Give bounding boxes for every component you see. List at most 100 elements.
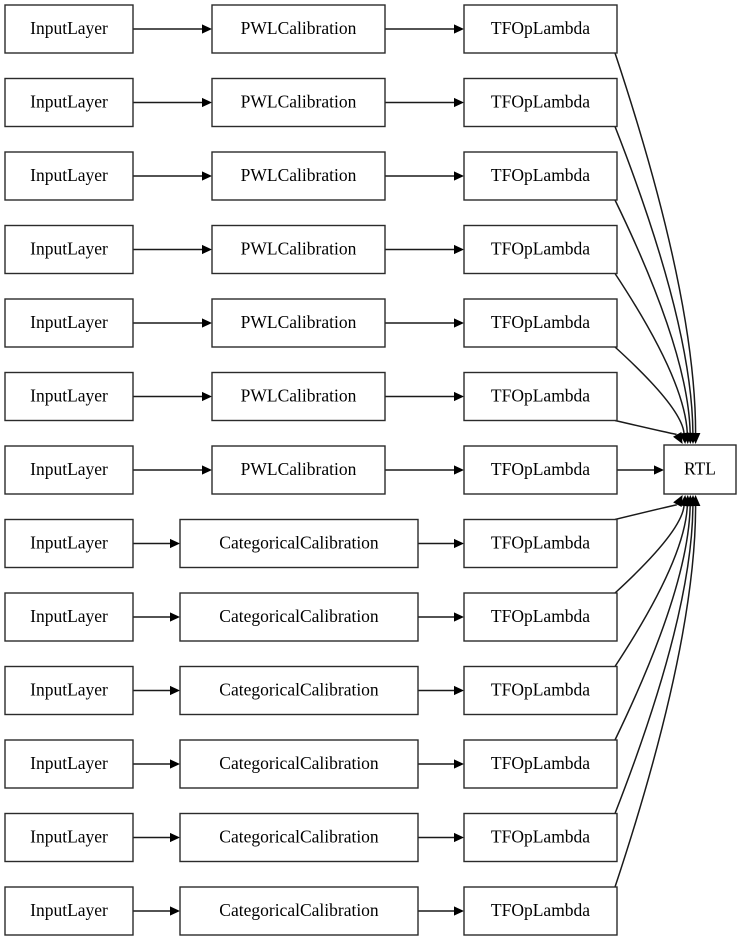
node-tfoplambda-row-5-label: TFOpLambda	[491, 386, 590, 406]
edge-input-to-calibration-row-4	[133, 318, 212, 328]
node-calibration-row-4[interactable]: PWLCalibration	[211, 298, 386, 348]
node-tfoplambda-row-10[interactable]: TFOpLambda	[463, 739, 618, 789]
edge-input-to-calibration-row-6	[133, 465, 212, 475]
node-tfoplambda-row-7[interactable]: TFOpLambda	[463, 518, 618, 569]
node-tfoplambda-row-0-box	[463, 4, 618, 54]
node-input-layer-row-10[interactable]: InputLayer	[4, 739, 134, 789]
node-calibration-row-7[interactable]: CategoricalCalibration	[179, 518, 419, 569]
node-input-layer-row-6[interactable]: InputLayer	[4, 445, 134, 495]
node-calibration-row-4-label: PWLCalibration	[241, 312, 357, 332]
node-tfoplambda-row-2[interactable]: TFOpLambda	[463, 151, 618, 201]
node-input-layer-row-2-label: InputLayer	[30, 165, 108, 185]
edges-layer	[133, 24, 701, 916]
node-rtl[interactable]: RTL	[663, 444, 737, 495]
node-tfoplambda-row-12[interactable]: TFOpLambda	[463, 886, 618, 936]
edge-lambda-to-rtl-row-8-path	[614, 505, 685, 594]
node-rtl-box	[663, 444, 737, 495]
edge-calibration-to-lambda-row-1-head	[454, 97, 464, 108]
edge-calibration-to-lambda-row-0-head	[454, 24, 464, 34]
node-input-layer-row-3[interactable]: InputLayer	[4, 224, 134, 275]
node-input-layer-row-11[interactable]: InputLayer	[4, 812, 134, 863]
edge-input-to-calibration-row-7-head	[170, 538, 180, 549]
edge-calibration-to-lambda-row-2	[385, 171, 464, 181]
node-input-layer-row-0[interactable]: InputLayer	[4, 4, 134, 54]
edge-lambda-to-rtl-row-7	[614, 495, 683, 521]
node-calibration-row-9[interactable]: CategoricalCalibration	[179, 665, 419, 716]
node-tfoplambda-row-12-box	[463, 886, 618, 936]
node-rtl-label: RTL	[684, 459, 716, 479]
node-calibration-row-7-label: CategoricalCalibration	[219, 533, 379, 553]
node-tfoplambda-row-4[interactable]: TFOpLambda	[463, 298, 618, 348]
edge-calibration-to-lambda-row-9-head	[454, 685, 464, 696]
edge-input-to-calibration-row-1-head	[202, 97, 212, 108]
node-tfoplambda-row-4-label: TFOpLambda	[491, 312, 590, 332]
node-tfoplambda-row-0[interactable]: TFOpLambda	[463, 4, 618, 54]
node-calibration-row-12[interactable]: CategoricalCalibration	[179, 886, 419, 936]
edge-input-to-calibration-row-12	[133, 906, 180, 916]
node-calibration-row-5[interactable]: PWLCalibration	[211, 371, 386, 422]
edge-lambda-to-rtl-row-3-path	[614, 273, 689, 434]
edge-lambda-to-rtl-row-7-path	[614, 503, 679, 521]
edge-input-to-calibration-row-7	[133, 538, 180, 549]
node-calibration-row-9-box	[179, 665, 419, 716]
node-calibration-row-10[interactable]: CategoricalCalibration	[179, 739, 419, 789]
node-calibration-row-1[interactable]: PWLCalibration	[211, 77, 386, 128]
node-calibration-row-12-box	[179, 886, 419, 936]
node-tfoplambda-row-2-box	[463, 151, 618, 201]
node-calibration-row-2[interactable]: PWLCalibration	[211, 151, 386, 201]
edge-calibration-to-lambda-row-5-head	[454, 391, 464, 402]
edge-calibration-to-lambda-row-0	[385, 24, 464, 34]
edge-input-to-calibration-row-0-head	[202, 24, 212, 34]
node-calibration-row-0-label: PWLCalibration	[241, 18, 357, 38]
node-calibration-row-8[interactable]: CategoricalCalibration	[179, 592, 419, 642]
node-tfoplambda-row-5-box	[463, 371, 618, 422]
node-tfoplambda-row-11[interactable]: TFOpLambda	[463, 812, 618, 863]
edge-calibration-to-lambda-row-3-head	[454, 244, 464, 255]
node-calibration-row-3-box	[211, 224, 386, 275]
node-calibration-row-0[interactable]: PWLCalibration	[211, 4, 386, 54]
node-tfoplambda-row-10-box	[463, 739, 618, 789]
node-input-layer-row-9-label: InputLayer	[30, 680, 108, 700]
node-input-layer-row-1[interactable]: InputLayer	[4, 77, 134, 128]
edge-input-to-calibration-row-10	[133, 759, 180, 769]
node-tfoplambda-row-9[interactable]: TFOpLambda	[463, 665, 618, 716]
node-input-layer-row-5[interactable]: InputLayer	[4, 371, 134, 422]
node-input-layer-row-4-label: InputLayer	[30, 312, 108, 332]
node-tfoplambda-row-8[interactable]: TFOpLambda	[463, 592, 618, 642]
node-input-layer-row-9[interactable]: InputLayer	[4, 665, 134, 716]
node-input-layer-row-4[interactable]: InputLayer	[4, 298, 134, 348]
node-tfoplambda-row-6[interactable]: TFOpLambda	[463, 445, 618, 495]
node-input-layer-row-9-box	[4, 665, 134, 716]
node-calibration-row-3[interactable]: PWLCalibration	[211, 224, 386, 275]
node-input-layer-row-6-box	[4, 445, 134, 495]
node-tfoplambda-row-11-label: TFOpLambda	[491, 827, 590, 847]
node-input-layer-row-2[interactable]: InputLayer	[4, 151, 134, 201]
edge-calibration-to-lambda-row-8	[418, 612, 464, 622]
node-input-layer-row-7[interactable]: InputLayer	[4, 518, 134, 569]
node-tfoplambda-row-3[interactable]: TFOpLambda	[463, 224, 618, 275]
node-tfoplambda-row-8-label: TFOpLambda	[491, 606, 590, 626]
node-input-layer-row-4-box	[4, 298, 134, 348]
edge-lambda-to-rtl-row-3	[614, 273, 693, 444]
node-tfoplambda-row-1[interactable]: TFOpLambda	[463, 77, 618, 128]
node-calibration-row-6[interactable]: PWLCalibration	[211, 445, 386, 495]
edge-input-to-calibration-row-11	[133, 832, 180, 843]
node-tfoplambda-row-0-label: TFOpLambda	[491, 18, 590, 38]
edge-calibration-to-lambda-row-12-head	[454, 906, 464, 916]
edge-lambda-to-rtl-row-5	[614, 419, 683, 444]
node-input-layer-row-8[interactable]: InputLayer	[4, 592, 134, 642]
edge-lambda-to-rtl-row-4-path	[614, 346, 685, 434]
edge-lambda-to-rtl-row-12-path	[614, 505, 697, 888]
edge-lambda-to-rtl-row-1-path	[614, 126, 694, 434]
node-tfoplambda-row-5[interactable]: TFOpLambda	[463, 371, 618, 422]
edge-lambda-to-rtl-row-5-path	[614, 419, 678, 436]
node-input-layer-row-12[interactable]: InputLayer	[4, 886, 134, 936]
node-calibration-row-11-box	[179, 812, 419, 863]
node-calibration-row-11[interactable]: CategoricalCalibration	[179, 812, 419, 863]
edge-input-to-calibration-row-12-head	[170, 906, 180, 916]
edge-lambda-to-rtl-row-2-path	[614, 199, 691, 434]
edge-lambda-to-rtl-row-9	[614, 495, 693, 667]
edge-lambda-to-rtl-row-11	[614, 495, 698, 814]
